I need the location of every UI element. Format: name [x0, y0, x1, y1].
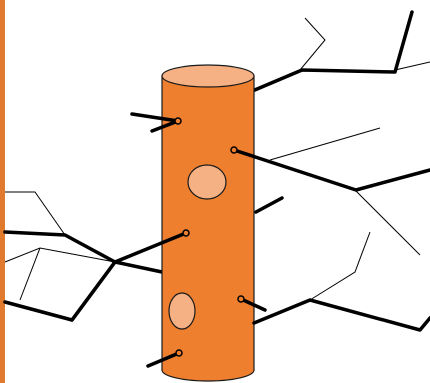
branch-right-lower	[239, 297, 267, 312]
branch-stub-bottom-left	[146, 351, 181, 368]
branch-nodes	[174, 117, 245, 357]
branch-stub-right-mid	[254, 196, 284, 214]
branch-stub-upper-left-b	[150, 119, 180, 133]
branch-upper-right	[248, 10, 414, 94]
thin-branch-8	[19, 247, 41, 301]
thin-branch-5	[309, 231, 371, 301]
thick-branches-front	[70, 112, 430, 368]
branch-left-from-node	[70, 231, 188, 322]
branch-right-mid	[232, 148, 430, 192]
branch-left-main	[3, 230, 164, 274]
left-border	[0, 0, 5, 383]
knot-lower	[168, 292, 196, 330]
branch-left-lower	[3, 260, 117, 322]
knot-upper	[187, 164, 227, 200]
branch-node-icon	[182, 229, 190, 237]
trunk-top	[161, 64, 255, 88]
thin-branches-right-upper	[269, 17, 430, 301]
branch-stub-upper-left	[130, 112, 180, 123]
branch-right-lower-out	[252, 298, 430, 332]
branch-node-icon	[237, 295, 245, 303]
thin-branch-4	[354, 189, 421, 256]
trunk	[161, 64, 255, 382]
thin-branches-left	[4, 191, 116, 301]
thin-branch-3	[269, 127, 381, 161]
branch-node-icon	[175, 349, 183, 357]
thin-branch-2	[394, 61, 430, 71]
thin-branch-6	[5, 191, 66, 236]
branch-node-icon	[174, 117, 182, 125]
thin-branch-1	[299, 17, 326, 71]
branch-node-icon	[230, 146, 238, 154]
